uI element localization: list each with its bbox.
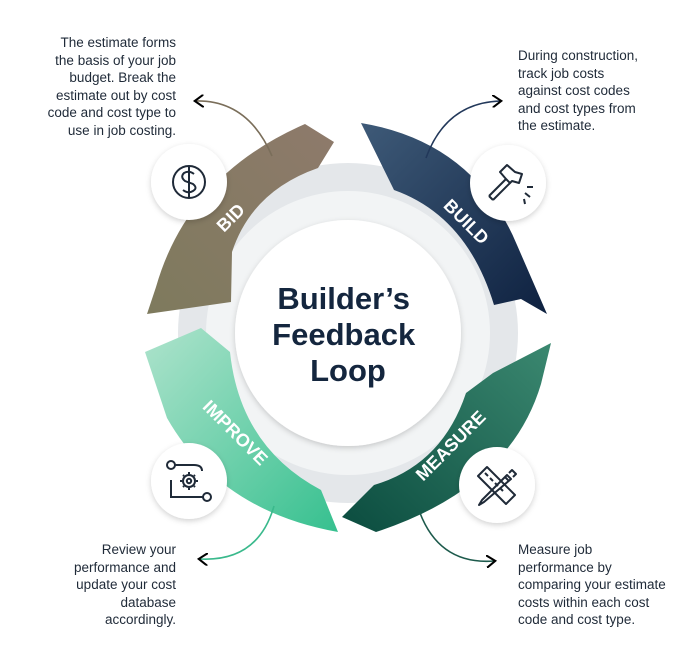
improve-segment [145,328,338,532]
center-title: Builder’s Feedback Loop [272,281,424,388]
build-segment [361,123,547,314]
ruler-pencil-icon [477,466,517,506]
build-description: During construction, track job costs aga… [518,48,639,134]
measure-callout-arrow [419,512,494,561]
center-title-line-2: Feedback [272,317,416,352]
measure-description: Measure job performance by comparing you… [518,542,666,628]
center-title-line-1: Builder’s [277,281,410,316]
dollar-icon [172,165,206,199]
improve-icon-badge [151,443,227,519]
bid-segment [147,124,334,314]
improve-description: Review your performance and update your … [73,542,176,628]
center-disc [235,220,461,446]
bid-description: The estimate forms the basis of your job… [47,35,176,138]
bid-callout-arrow [196,101,273,157]
bid-icon-badge [151,144,227,220]
hammer-icon [488,164,533,205]
measure-segment [342,343,551,532]
build-callout-arrow [425,101,500,159]
improve-callout-arrow [200,505,275,559]
build-icon-badge [470,145,546,221]
measure-icon-badge [459,447,535,523]
center-title-line-3: Loop [310,353,386,388]
workflow-gear-icon [166,460,212,502]
